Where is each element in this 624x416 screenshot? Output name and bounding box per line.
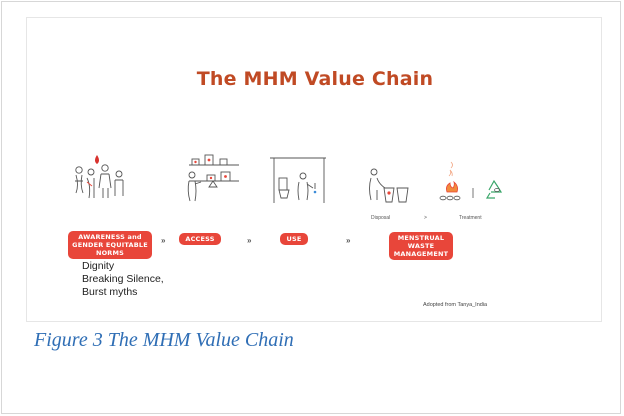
- stage-awareness: AWARENESS and GENDER EQUITABLE NORMS: [68, 231, 152, 259]
- disposal-label: Disposal: [371, 215, 391, 221]
- fire-treatment-icon: [439, 161, 474, 201]
- stage-arrow: »: [247, 236, 252, 245]
- value-chain-illustration: [75, 154, 503, 203]
- note-line: Dignity: [82, 260, 115, 272]
- people-group-icon: [75, 155, 124, 199]
- image-credit: Adopted from Tanya_India: [423, 302, 488, 308]
- slide-title: The MHM Value Chain: [196, 68, 434, 90]
- slide-image: The MHM Value Chain: [26, 17, 602, 322]
- toilet-room-icon: [270, 157, 326, 203]
- blood-drop-icon: [95, 155, 99, 164]
- disposal-bins-icon: [369, 168, 409, 203]
- treatment-label: Treatment: [459, 215, 482, 221]
- awareness-notes: Dignity Breaking Silence, Burst myths: [82, 260, 164, 299]
- stage-access: ACCESS: [179, 233, 221, 245]
- disposal-treatment-separator: >: [424, 215, 427, 221]
- note-line: Burst myths: [82, 286, 138, 298]
- stage-use: USE: [280, 233, 308, 245]
- figure-caption: Figure 3 The MHM Value Chain: [34, 329, 294, 351]
- recycle-icon: [485, 179, 503, 199]
- note-line: Breaking Silence,: [82, 273, 164, 285]
- stage-arrow: »: [346, 236, 351, 245]
- shelf-store-icon: [187, 154, 239, 202]
- stage-arrow: »: [161, 236, 166, 245]
- stage-waste-management: MENSTRUAL WASTE MANAGEMENT: [389, 232, 453, 260]
